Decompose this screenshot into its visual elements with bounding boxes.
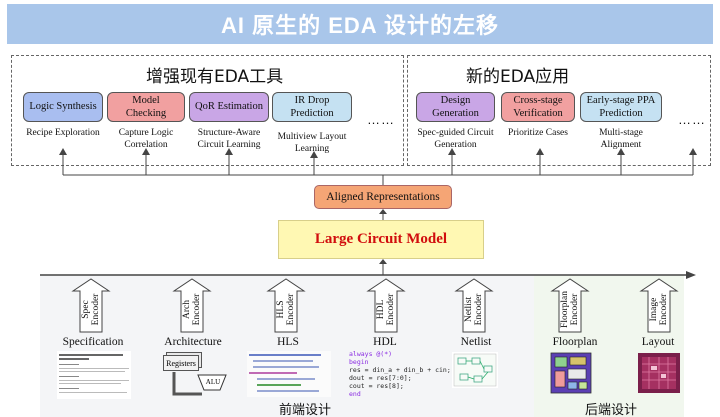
encoder-label-1-1: Spec: [81, 300, 91, 318]
stage-label-hdl: HDL: [373, 336, 397, 348]
alu-shape: [172, 372, 227, 396]
hdl-code-line-2: begin: [349, 358, 369, 366]
caption-multiview-layout: Multiview Layout Learning: [277, 132, 347, 155]
stage-label-architecture: Architecture: [164, 336, 222, 348]
encoder-arrow-2: [172, 278, 212, 333]
backend-design-label: 后端设计: [585, 403, 638, 417]
encoder-label-2-1: Arch: [182, 300, 192, 319]
encoder-label-5-1: Netlist: [464, 296, 474, 322]
tool-cross-stage-verification: Cross-stage Verification: [501, 92, 575, 122]
tool-model-checking: Model Checking: [107, 92, 185, 122]
encoder-arrow-4: [366, 278, 406, 333]
netlist-schematic-thumbnail: [452, 352, 498, 388]
hdl-code-line-6: end: [349, 390, 361, 398]
stage-label-layout: Layout: [641, 336, 675, 348]
stage-label-netlist: Netlist: [460, 336, 492, 348]
encoder-label-1-2: Encoder: [91, 293, 101, 325]
encoder-arrow-5: [454, 278, 494, 333]
registers-label: Registers: [163, 355, 199, 371]
encoder-label-6-2: Encoder: [570, 293, 580, 325]
stage-label-hls: HLS: [277, 336, 299, 348]
encoder-arrow-3: [266, 278, 306, 333]
caption-capture-logic: Capture Logic Correlation: [118, 128, 174, 151]
new-apps-more-ellipsis: ……: [678, 112, 706, 127]
hdl-code-line-5: cout = res[8];: [349, 382, 404, 390]
large-circuit-model-box: Large Circuit Model: [278, 220, 484, 259]
hls-code-thumbnail: [247, 351, 331, 397]
stage-label-floorplan: Floorplan: [552, 336, 598, 348]
tool-logic-synthesis: Logic Synthesis: [23, 92, 103, 122]
page-title: AI 原生的 EDA 设计的左移: [7, 4, 713, 44]
encoder-label-5-2: Encoder: [474, 293, 484, 325]
encoder-arrow-1: [71, 278, 111, 333]
hdl-code-line-1: always @(*): [349, 350, 393, 358]
tool-early-ppa-prediction: Early-stage PPA Prediction: [580, 92, 662, 122]
encoder-label-7-2: Encoder: [659, 293, 669, 325]
existing-more-ellipsis: ……: [367, 112, 395, 127]
architecture-diagram-thumbnail: Registers ALU: [160, 350, 232, 398]
encoder-arrow-7: [639, 278, 679, 333]
hdl-code-line-4: dout = res[7:0];: [349, 374, 412, 382]
floorplan-thumbnail: [550, 352, 592, 394]
layout-thumbnail: [638, 353, 680, 393]
spec-document-thumbnail: [57, 351, 131, 399]
existing-tools-heading: 增强现有EDA工具: [146, 67, 284, 87]
caption-prioritize-cases: Prioritize Cases: [508, 128, 568, 138]
frontend-design-label: 前端设计: [279, 403, 332, 417]
caption-recipe-exploration: Recipe Exploration: [26, 128, 100, 138]
alu-label: ALU: [205, 378, 221, 386]
tool-ir-drop-prediction: IR Drop Prediction: [272, 92, 352, 122]
caption-multi-stage: Multi-stage Alignment: [599, 128, 643, 151]
hdl-code-line-3: res = din_a + din_b + cin;: [349, 366, 451, 374]
encoder-label-3-2: Encoder: [286, 293, 296, 325]
encoder-label-7-1: Image: [649, 298, 659, 322]
stage-label-specification: Specification: [62, 336, 124, 348]
caption-spec-guided: Spec-guided Circuit Generation: [417, 128, 494, 151]
encoder-label-2-2: Encoder: [192, 293, 202, 325]
encoder-label-3-1: HLS: [276, 301, 286, 319]
tool-design-generation: Design Generation: [416, 92, 495, 122]
tool-qor-estimation: QoR Estimation: [189, 92, 269, 122]
hdl-code-block: always @(*) begin res = din_a + din_b + …: [349, 350, 451, 398]
new-apps-heading: 新的EDA应用: [466, 67, 570, 87]
encoder-label-4-2: Encoder: [386, 293, 396, 325]
encoder-label-4-1: HDL: [376, 300, 386, 320]
encoder-label-6-1: Floorplan: [560, 291, 570, 328]
caption-structure-aware: Structure-Aware Circuit Learning: [197, 128, 261, 151]
aligned-representations-box: Aligned Representations: [314, 185, 452, 209]
encoder-arrow-6: [550, 278, 590, 333]
